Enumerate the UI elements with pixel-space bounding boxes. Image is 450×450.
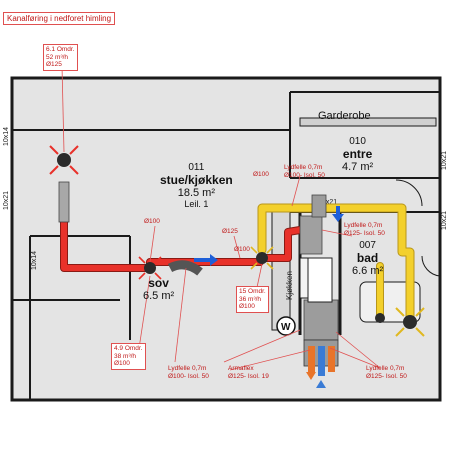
label-line: Lydfelle 0,7m xyxy=(344,222,383,229)
room-name: bad xyxy=(356,251,379,265)
silencer-segment xyxy=(167,260,203,276)
dim-label: 10x21 xyxy=(441,211,448,230)
room-extra: Leil. 1 xyxy=(184,199,209,209)
callout-line: 6.1 Omdr. xyxy=(46,46,75,53)
valves xyxy=(49,145,425,337)
label-line: Ø125- Isol. 50 xyxy=(344,229,385,237)
silencer-segment xyxy=(303,299,339,341)
valve-callout-6-1: 6.1 Omdr. 52 m³/h Ø125 xyxy=(43,44,78,71)
dim-label: 10x21 xyxy=(3,191,10,210)
callout-line: Ø125 xyxy=(46,61,62,69)
label-line: Ø100- Isol. 50 xyxy=(284,171,325,179)
callout-line: 4.9 Omdr. xyxy=(114,345,143,352)
callout-line: 38 m³/h xyxy=(114,352,137,360)
room-label-bad: 007 bad 6.6 m² xyxy=(352,240,383,277)
flow-arrow xyxy=(194,254,218,266)
riser-supply xyxy=(328,346,335,372)
riser-arrow-up xyxy=(306,372,316,380)
room-name: sov xyxy=(148,276,169,290)
room-area: 6.6 m² xyxy=(352,265,384,277)
label-line: Armaflex xyxy=(228,365,254,372)
room-name: stue/kjøkken xyxy=(160,173,233,187)
exhaust-valve-bad xyxy=(395,307,425,337)
floor-plan-background xyxy=(12,78,440,400)
callout-line: 15 Omdr. xyxy=(239,288,266,295)
door-size-label: 9x21 xyxy=(322,199,337,206)
room-area: 4.7 m² xyxy=(342,161,374,173)
callout-line: Ø100 xyxy=(239,303,255,311)
flow-arrow xyxy=(332,206,344,222)
silencer-segment xyxy=(58,181,70,223)
exhaust-valve-kitchen xyxy=(250,246,274,270)
diameter-label: Ø125 xyxy=(222,228,238,235)
wc-label: W xyxy=(281,322,291,333)
room-label-stue: 011 stue/kjøkken 18.5 m² Leil. 1 xyxy=(160,162,233,209)
shaft-label: Kjøkken xyxy=(285,271,294,300)
dim-label: 10x14 xyxy=(31,251,38,270)
callout-line: 36 m³/h xyxy=(239,295,262,303)
room-label-garderobe: Garderobe xyxy=(318,110,371,122)
room-area: 6.5 m² xyxy=(143,290,175,302)
silencer-segment xyxy=(311,194,327,218)
label-line: Lydfelle 0,7m xyxy=(168,365,207,372)
label-line: Ø100- Isol. 50 xyxy=(168,372,209,380)
diameter-label: Ø100 xyxy=(144,218,160,225)
room-label-entre: 010 entre 4.7 m² xyxy=(342,136,373,173)
room-number: 007 xyxy=(359,240,376,251)
callout-line: Ø100 xyxy=(114,360,130,368)
room-number: 010 xyxy=(349,136,366,147)
label-line: Lydfelle 0,7m xyxy=(366,365,405,372)
valve-callout-15: 15 Omdr. 36 m³/h Ø100 xyxy=(236,286,269,313)
silencer-label-bottom-right: Lydfelle 0,7m Ø125- Isol. 50 xyxy=(366,365,407,380)
label-line: Ø125- Isol. 50 xyxy=(366,372,407,380)
silencer-label-top: Lydfelle 0,7m Ø100- Isol. 50 xyxy=(284,164,325,179)
exhaust-valve-entre xyxy=(375,313,385,323)
dim-label: 10x21 xyxy=(441,151,448,170)
room-number: 011 xyxy=(188,162,205,173)
diameter-label: Ø100 xyxy=(253,171,269,178)
valve-callout-4-9: 4.9 Omdr. 38 m³/h Ø100 xyxy=(111,343,146,370)
silencer-label-bottom-left: Lydfelle 0,7m Ø100- Isol. 50 xyxy=(168,365,209,380)
riser-exhaust xyxy=(318,346,325,376)
room-name: Garderobe xyxy=(318,110,371,122)
room-label-sov: sov 6.5 m² xyxy=(143,276,174,302)
room-area: 18.5 m² xyxy=(177,187,215,199)
riser-arrow-down xyxy=(316,380,326,388)
supply-valve-4-9 xyxy=(138,256,162,280)
armaflex-label: Armaflex Ø125- Isol. 19 xyxy=(228,365,269,380)
riser-ducts xyxy=(303,339,339,388)
supply-valve-6-1 xyxy=(49,145,79,175)
label-line: Ø125- Isol. 19 xyxy=(228,372,269,380)
dim-label: 10x14 xyxy=(3,127,10,146)
ventilation-unit xyxy=(307,257,333,303)
label-line: Lydfelle 0,7m xyxy=(284,164,323,171)
room-name: entre xyxy=(342,147,373,161)
page-title: Kanalføring i nedforet himling xyxy=(3,12,116,25)
silencers xyxy=(58,181,339,341)
silencer-label-bad: Lydfelle 0,7m Ø125- Isol. 50 xyxy=(344,222,385,237)
diameter-label: Ø100 xyxy=(234,246,250,253)
leader-lines xyxy=(61,65,381,371)
callout-line: 52 m³/h xyxy=(46,53,69,61)
riser-supply xyxy=(308,346,315,372)
flow-arrows xyxy=(194,206,344,266)
wc-symbol xyxy=(276,316,296,336)
silencer-segment xyxy=(299,215,323,255)
